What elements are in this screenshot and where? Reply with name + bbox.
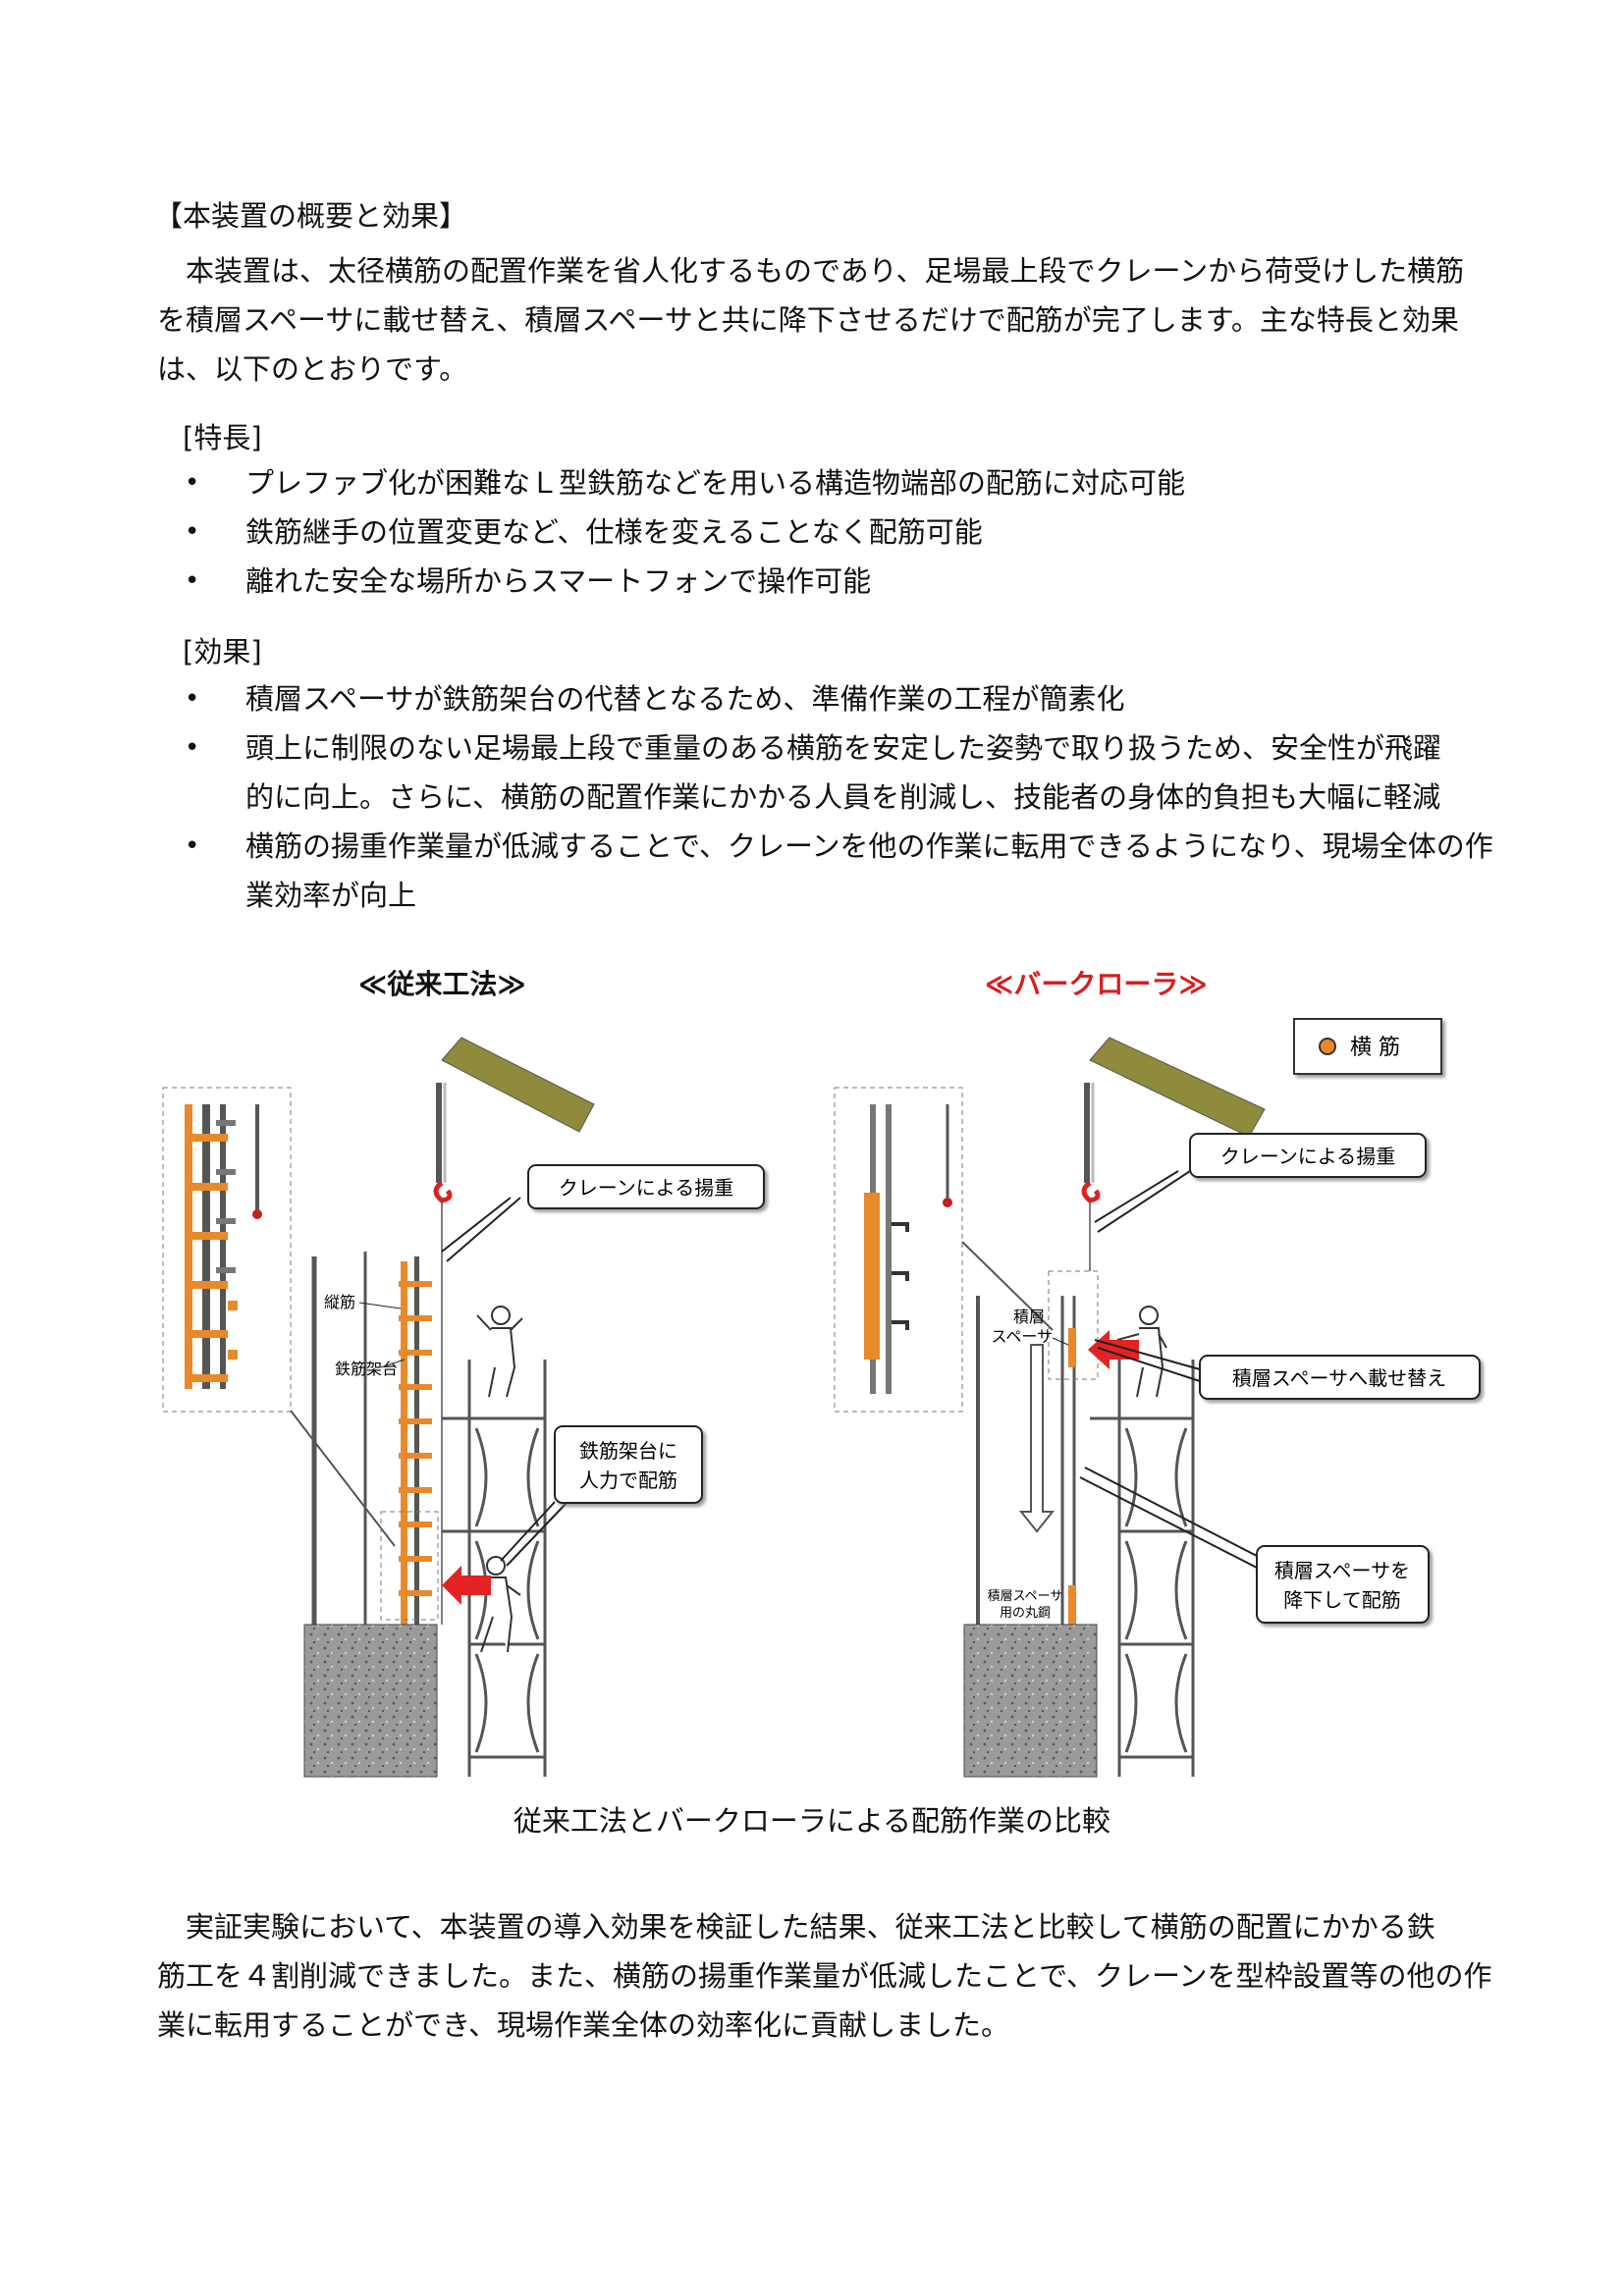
features-list: プレファブ化が困難なＬ型鉄筋などを用いる構造物端部の配筋に対応可能 鉄筋継手の位… (183, 458, 1498, 606)
concrete-base (303, 1624, 438, 1778)
list-item-line: 業効率が向上 (245, 879, 417, 912)
list-item: 横筋の揚重作業量が低減することで、クレーンを他の作業に転用できるようになり、現場… (183, 822, 1498, 920)
section-heading: 【本装置の概要と効果】 (154, 199, 468, 233)
transfer-callout: 積層スペーサへ載せ替え (1094, 1339, 1481, 1400)
scaffolding (467, 1360, 547, 1777)
hook-icon (433, 1180, 453, 1203)
rebar-rack (401, 1261, 407, 1625)
comparison-figure: ≪従来工法≫ ≪バークローラ≫ (157, 957, 1502, 1782)
list-item: 離れた安全な場所からスマートフォンで操作可能 (183, 557, 1498, 606)
crane-lift-label: クレーンによる揚重 (559, 1176, 733, 1200)
manual-placement-label-line2: 人力で配筋 (579, 1468, 677, 1492)
list-item-line: 積層スペーサが鉄筋架台の代替となるため、準備作業の工程が簡素化 (245, 682, 1125, 716)
list-item: 積層スペーサが鉄筋架台の代替となるため、準備作業の工程が簡素化 (183, 674, 1498, 723)
figure-caption: 従来工法とバークローラによる配筋作業の比較 (513, 1804, 1111, 1838)
spacer-label-line1: 積層 (1013, 1308, 1045, 1326)
lower-callout: 積層スペーサを 降下して配筋 (1079, 1467, 1430, 1624)
crane-arm (433, 1037, 595, 1625)
conventional-method-title: ≪従来工法≫ (358, 968, 526, 1000)
effects-list: 積層スペーサが鉄筋架台の代替となるため、準備作業の工程が簡素化 頭上に制限のない… (183, 674, 1498, 920)
features-heading: [特長] (183, 421, 262, 454)
down-arrow-icon (1018, 1344, 1056, 1533)
conclusion-line: 実証実験において、本装置の導入効果を検証した結果、従来工法と比較して横筋の配置に… (186, 1910, 1435, 1944)
crane-lift-callout: クレーンによる揚重 (1094, 1133, 1427, 1233)
list-item-line: 頭上に制限のない足場最上段で重量のある横筋を安定した姿勢で取り扱うため、安全性が… (245, 731, 1442, 765)
worker-icon (476, 1306, 523, 1398)
rebar-rack-label: 鉄筋架台 (335, 1360, 398, 1378)
concrete-base (963, 1624, 1098, 1778)
bar-crawler-title: ≪バークローラ≫ (985, 968, 1208, 1000)
list-item: プレファブ化が困難なＬ型鉄筋などを用いる構造物端部の配筋に対応可能 (183, 458, 1498, 507)
intro-line: は、以下のとおりです。 (157, 352, 468, 386)
spacer-detail-icon (864, 1104, 952, 1394)
chain-label-line1: 積層スペーサ (988, 1589, 1063, 1604)
intro-line: を積層スペーサに載せ替え、積層スペーサと共に降下させるだけで配筋が完了します。主… (157, 303, 1459, 337)
bar-crawler-diagram: 横 筋 (834, 1018, 1481, 1778)
conclusion-paragraph: 実証実験において、本装置の導入効果を検証した結果、従来工法と比較して横筋の配置に… (157, 1902, 1492, 2050)
detail-inset-box (162, 1087, 292, 1413)
chain-label-line2: 用の丸鋼 (1000, 1606, 1051, 1621)
list-item-line: 横筋の揚重作業量が低減することで、クレーンを他の作業に転用できるようになり、現場… (245, 829, 1493, 863)
conventional-diagram: クレーンによる揚重 縦筋 鉄筋架台 鉄筋架台に 人力で配筋 (162, 1037, 765, 1778)
worker-icon (1116, 1306, 1167, 1398)
rack-detail-icon (185, 1104, 262, 1389)
crane-arm (1081, 1037, 1266, 1271)
rebar-legend-icon (1319, 1038, 1336, 1055)
stacked-spacer (1068, 1328, 1076, 1367)
lower-label-line2: 降下して配筋 (1283, 1588, 1400, 1612)
arrow-icon (1088, 1330, 1139, 1369)
list-item: 鉄筋継手の位置変更など、仕様を変えることなく配筋可能 (183, 507, 1498, 557)
scaffolding (1117, 1360, 1195, 1777)
arrow-icon (442, 1566, 491, 1605)
crane-lift-label: クレーンによる揚重 (1220, 1145, 1395, 1168)
vertical-bar-label: 縦筋 (324, 1293, 355, 1311)
manual-placement-label-line1: 鉄筋架台に (579, 1439, 677, 1463)
legend-label: 横 筋 (1350, 1036, 1400, 1060)
rack-rungs (399, 1281, 432, 1596)
transfer-label: 積層スペーサへ載せ替え (1232, 1366, 1446, 1390)
lower-label-line1: 積層スペーサを (1274, 1559, 1410, 1582)
crane-lift-callout: クレーンによる揚重 (441, 1164, 765, 1262)
intro-paragraph: 本装置は、太径横筋の配置作業を省人化するものであり、足場最上段でクレーンから荷受… (157, 246, 1492, 394)
worker-icon (468, 1556, 521, 1653)
list-item-line: 的に向上。さらに、横筋の配置作業にかかる人員を削減し、技能者の身体的負担も大幅に… (245, 780, 1441, 814)
manual-placement-callout: 鉄筋架台に 人力で配筋 (500, 1425, 703, 1567)
conclusion-line: 業に転用することができ、現場作業全体の効率化に貢献しました。 (157, 2008, 1009, 2042)
spacer-label-line2: スペーサ (991, 1327, 1053, 1346)
intro-line: 本装置は、太径横筋の配置作業を省人化するものであり、足場最上段でクレーンから荷受… (186, 254, 1465, 288)
effects-heading: [効果] (183, 635, 262, 668)
list-item: 頭上に制限のない足場最上段で重量のある横筋を安定した姿勢で取り扱うため、安全性が… (183, 723, 1498, 822)
detail-inset-box (834, 1087, 963, 1413)
hook-icon (1081, 1180, 1101, 1203)
legend: 横 筋 (1293, 1018, 1442, 1075)
conclusion-line: 筋工を４割削減できました。また、横筋の揚重作業量が低減したことで、クレーンを型枠… (157, 1959, 1492, 1993)
comparison-diagram: クレーンによる揚重 縦筋 鉄筋架台 鉄筋架台に 人力で配筋 (162, 1018, 1481, 1778)
